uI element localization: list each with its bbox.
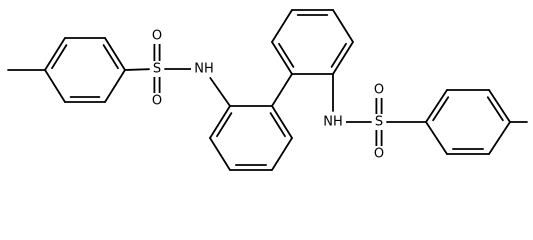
single-bond [488,121,511,155]
atom-label: O [374,83,384,98]
double-bond [209,105,231,139]
double-bond-inner-line [102,44,119,70]
double-bond-inner-line [432,96,450,122]
single-bond [104,69,126,103]
single-bond [271,73,293,107]
single-bond [271,137,293,171]
atom-label: O [374,147,384,162]
single-bond [332,9,354,43]
atom-label: O [152,94,162,109]
atom-O-left-top: O [150,28,164,44]
bonds-layer [7,9,528,171]
single-bond [271,9,293,43]
atom-S-left: S [150,61,164,77]
atom-O-left-bottom: O [150,93,164,109]
double-bond [488,89,511,123]
double-bond-inner-line [51,44,68,70]
single-bond [44,69,66,103]
double-bond-inner-line [278,42,295,68]
double-bond [271,41,293,75]
single-bond [124,68,150,71]
double-bond [425,89,448,123]
atom-S-right: S [372,114,386,130]
double-bond-inner-line [486,96,504,122]
atom-label: O [152,29,162,44]
atom-label: NH [323,115,343,130]
double-bond [271,105,293,139]
atom-O-right-top: O [372,82,386,98]
single-bond [209,77,231,107]
atom-NH-left: NH [191,61,217,77]
atom-O-right-bottom: O [372,146,386,162]
double-bond [44,37,66,71]
double-bond [332,41,354,75]
atom-label: S [153,62,161,77]
double-bond [104,37,126,71]
single-bond [425,121,448,155]
atom-label: S [375,115,383,130]
double-bond-inner-line [269,112,286,138]
double-bond-inner-line [330,42,347,68]
atom-labels-layer: S O O NH NH S O O [150,28,386,162]
atom-NH-right: NH [320,114,346,130]
single-bond [209,137,231,171]
structure-diagram: S O O NH NH S O O [7,9,528,171]
double-bond-inner-line [216,112,233,138]
atom-label: NH [194,62,214,77]
